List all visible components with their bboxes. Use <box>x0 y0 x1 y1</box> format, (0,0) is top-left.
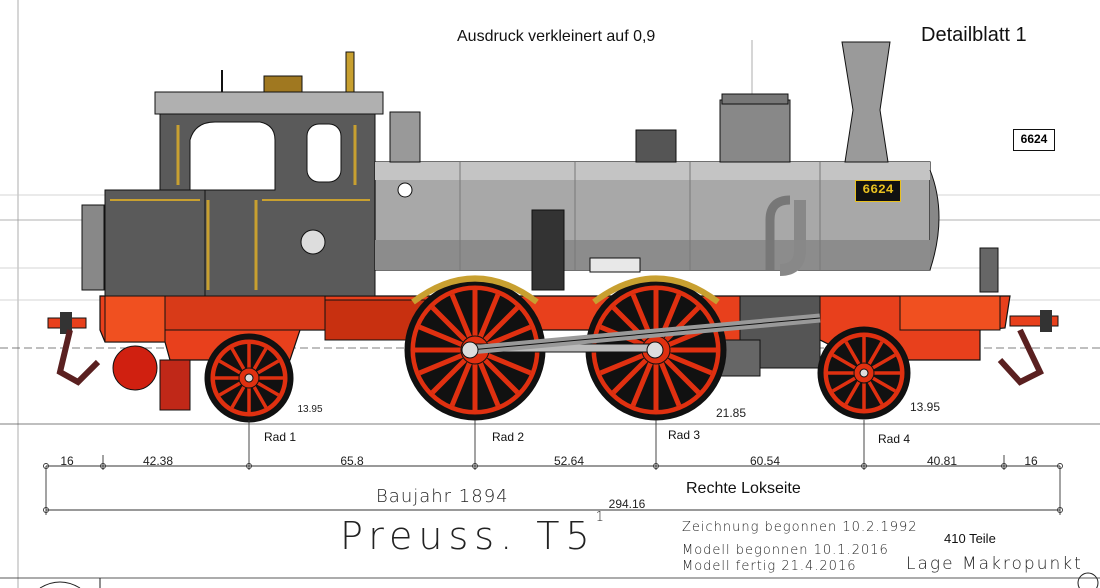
drawing-started: Zeichnung begonnen 10.2.1992 <box>682 520 918 535</box>
splasher-1 <box>411 275 539 305</box>
wheel-2-label: Rad 2 <box>491 430 525 444</box>
dimension-lines <box>43 420 1063 515</box>
build-year: Baujahr 1894 <box>376 486 509 507</box>
front-buffers <box>979 247 1059 386</box>
number-plate: 6624 <box>1013 129 1055 151</box>
wheel-1-label: Rad 1 <box>263 430 297 444</box>
dim-segment: 52.64 <box>553 454 585 468</box>
rear-buffers <box>47 312 101 386</box>
boiler <box>374 41 940 291</box>
wheel-4 <box>817 326 911 420</box>
wheel-1 <box>204 333 294 423</box>
dim-total: 294.16 <box>608 497 646 511</box>
print-note: Ausdruck verkleinert auf 0,9 <box>457 28 656 45</box>
model-started: Modell begonnen 10.1.2016 <box>682 543 889 558</box>
wheel-1-annotation: 13.95 <box>297 404 323 415</box>
class-name-text: Preuss. T5 <box>340 514 596 558</box>
splasher-2 <box>592 275 720 305</box>
loco-side-plate: 6624 <box>855 180 901 202</box>
dim-segment: 60.54 <box>749 454 781 468</box>
dim-segment: 40.81 <box>926 454 958 468</box>
wheel-3-label: Rad 3 <box>667 428 701 442</box>
class-name: Preuss. T51 <box>340 510 604 558</box>
wheel-4-annotation: 13.95 <box>909 400 941 414</box>
wheel-3-annotation: 21.85 <box>715 406 747 420</box>
model-finished: Modell fertig 21.4.2016 <box>682 559 857 574</box>
coupling-rods <box>461 313 821 359</box>
cab <box>81 51 384 297</box>
wheel-4-label: Rad 4 <box>877 432 911 446</box>
class-superscript: 1 <box>595 510 604 525</box>
reference-point: Lage Makropunkt <box>906 554 1083 574</box>
dim-segment: 65.8 <box>340 454 364 468</box>
cylinder-block <box>589 257 821 377</box>
dim-segment: 16 <box>1024 454 1038 468</box>
dim-segment: 16 <box>60 454 74 468</box>
title-block-border <box>39 572 1099 588</box>
dim-segment: 42.38 <box>142 454 174 468</box>
parts-count: 410 Teile <box>944 531 996 546</box>
side-label: Rechte Lokseite <box>686 480 801 497</box>
sheet-title: Detailblatt 1 <box>921 24 1027 46</box>
